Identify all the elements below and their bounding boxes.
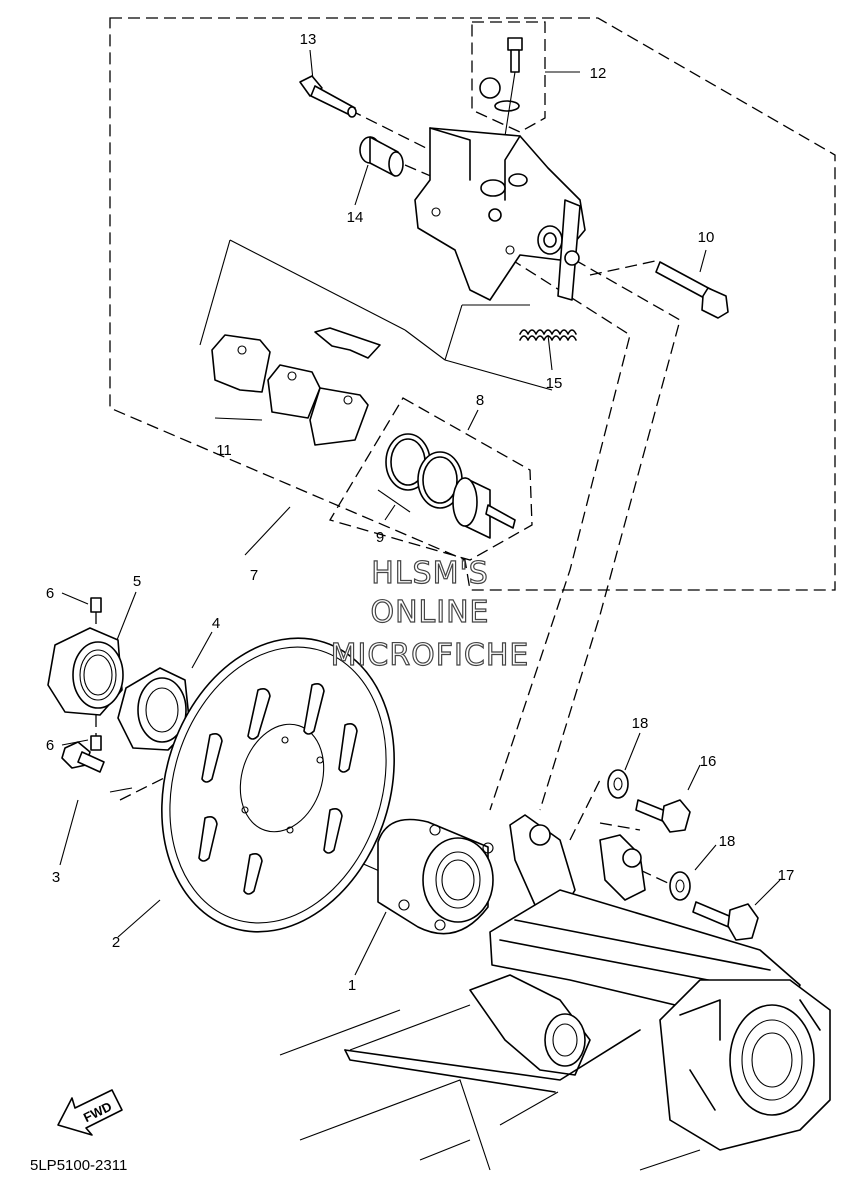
callout-15: 15 xyxy=(546,375,563,392)
callout-18-upper: 18 xyxy=(632,715,649,732)
hub-1 xyxy=(377,818,494,935)
callout-1: 1 xyxy=(348,977,356,994)
callout-6-top: 6 xyxy=(46,585,54,602)
pad-spring-15 xyxy=(519,329,577,341)
hub-nut-5 xyxy=(47,627,124,716)
caliper-body xyxy=(414,127,586,301)
watermark-line-3: MICROFICHE xyxy=(331,638,530,673)
callout-5: 5 xyxy=(133,573,141,590)
bolt-16 xyxy=(635,799,691,833)
grease-nipple-6-bottom xyxy=(90,735,102,751)
bleeder-outline xyxy=(471,21,546,133)
callout-3: 3 xyxy=(52,869,60,886)
callout-labels: 13 12 14 10 15 8 11 9 7 5 6 4 6 18 16 18… xyxy=(46,31,795,994)
lock-nut-4 xyxy=(117,667,191,751)
caliper-bolt-13 xyxy=(299,75,357,118)
callout-12: 12 xyxy=(590,65,607,82)
callout-6-bottom: 6 xyxy=(46,737,54,754)
piston-seals-9 xyxy=(385,433,463,509)
disc-bolt-3 xyxy=(61,741,105,773)
washer-18-upper xyxy=(607,769,629,799)
diagram-code: 5LP5100-2311 xyxy=(30,1157,127,1174)
watermark-line-1: HLSM'S xyxy=(371,556,489,591)
brake-pad-kit-11 xyxy=(211,327,381,446)
callout-11: 11 xyxy=(216,442,232,459)
piston-8 xyxy=(452,477,516,539)
washer-18-lower xyxy=(669,871,691,901)
seal-kit-outline xyxy=(329,397,533,561)
forward-arrow-icon: FWD xyxy=(57,1089,123,1136)
brake-disc-2 xyxy=(161,637,395,933)
swingarm-knuckle xyxy=(279,814,831,1171)
callout-7: 7 xyxy=(250,567,258,584)
callout-14: 14 xyxy=(347,209,364,226)
bolt-17 xyxy=(692,901,759,941)
leader-lines xyxy=(59,49,781,976)
caliper-bolt-10 xyxy=(655,261,729,319)
callout-2: 2 xyxy=(112,934,120,951)
caliper-assembly-outline xyxy=(109,17,836,591)
callout-9: 9 xyxy=(376,529,384,546)
callout-13: 13 xyxy=(300,31,317,48)
callout-4: 4 xyxy=(212,615,220,632)
callout-8: 8 xyxy=(476,392,484,409)
callout-17: 17 xyxy=(778,867,795,884)
grease-nipple-6-top xyxy=(90,597,102,613)
callout-18-lower: 18 xyxy=(719,833,736,850)
callout-16: 16 xyxy=(700,753,717,770)
watermark: HLSM'S ONLINE MICROFICHE xyxy=(330,555,530,673)
slide-pin-14 xyxy=(359,136,404,177)
callout-10: 10 xyxy=(698,229,715,246)
watermark-line-2: ONLINE xyxy=(370,595,489,630)
